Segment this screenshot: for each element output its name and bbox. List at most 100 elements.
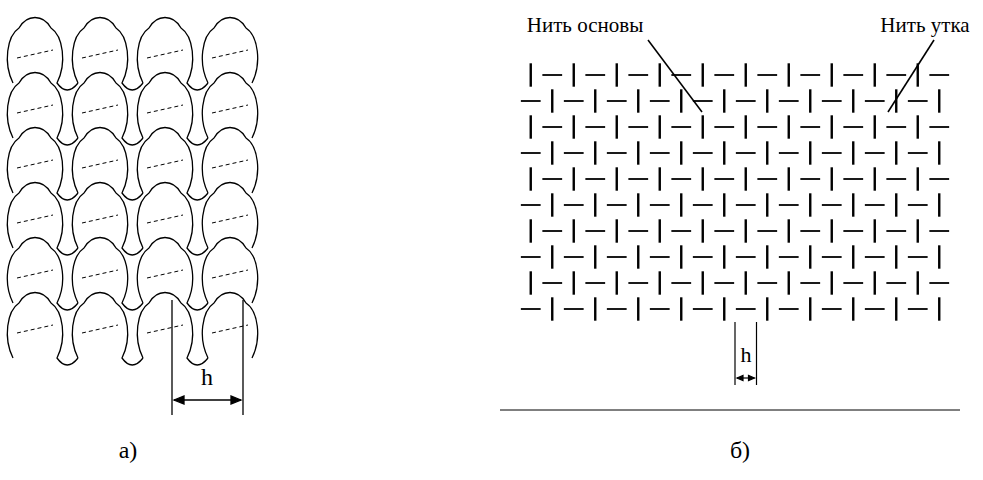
weave-thread [521,256,541,258]
knit-loop [7,128,78,201]
knit-back-stitch [212,215,248,223]
knit-back-stitch [147,105,183,113]
knit-back-stitch [147,160,183,168]
weave-thread [542,74,562,76]
weave-thread [938,141,940,164]
weave-thread [530,63,532,86]
weave-thread [809,89,811,112]
separator-line [500,410,960,411]
knit-loop [7,18,78,91]
weave-thread [908,308,928,310]
weave-thread [917,115,919,138]
weave-thread [895,141,897,164]
dimension-h-weave [735,322,757,385]
weave-thread [659,219,661,242]
weave-thread [745,271,747,294]
weave-thread [551,297,553,320]
weave-thread [809,245,811,268]
weave-thread [714,178,734,180]
subfigure-label: б) [730,437,750,463]
weave-thread [745,167,747,190]
weave-thread [521,204,541,206]
knit-back-stitch [17,215,53,223]
knit-back-stitch [82,50,118,58]
weave-thread [917,219,919,242]
knit-back-stitch [17,270,53,278]
weave-thread [852,297,854,320]
weave-thread [702,167,704,190]
weave-thread [788,219,790,242]
weave-thread [573,219,575,242]
weave-thread [680,193,682,216]
weave-thread [822,100,842,102]
weave-thread [723,193,725,216]
weave-thread [585,178,605,180]
knit-loop [72,128,143,201]
weave-thread [917,271,919,294]
weave-thread [671,178,691,180]
weave-thread [714,74,734,76]
weave-thread [723,297,725,320]
weave-thread [594,89,596,112]
weave-thread [766,89,768,112]
weave-thread [779,256,799,258]
knit-back-stitch [82,160,118,168]
weave-thread [766,245,768,268]
weave-thread [573,115,575,138]
weave-thread [659,271,661,294]
weave-thread [551,141,553,164]
knit-loop [7,183,78,256]
dimension-label: h [741,343,752,367]
knit-back-stitch [212,50,248,58]
weave-thread [659,63,661,86]
weave-thread [852,141,854,164]
weave-thread [822,204,842,206]
weave-thread [585,74,605,76]
weave-thread [542,282,562,284]
weave-thread [637,141,639,164]
weave-thread [843,230,863,232]
weave-thread [779,152,799,154]
weave-thread [831,271,833,294]
dimension-h-knit [172,300,243,415]
knit-loop [137,183,208,256]
weave-thread [809,141,811,164]
knit-loop [202,73,257,139]
weave-thread [650,204,670,206]
weave-thread [843,282,863,284]
weave-thread [843,126,863,128]
weave-thread [736,256,756,258]
weave-thread [736,100,756,102]
weave-thread [616,219,618,242]
weave-thread [628,230,648,232]
weave-thread [551,245,553,268]
weave-thread [542,230,562,232]
knit-loop [137,293,208,366]
weave-thread [788,167,790,190]
weave-thread [650,152,670,154]
weave-thread [650,256,670,258]
weave-thread [895,297,897,320]
weave-thread [938,89,940,112]
knit-back-stitch [17,105,53,113]
weave-thread [822,256,842,258]
weave-thread [607,256,627,258]
weave-thread [564,308,584,310]
knit-loop [137,18,208,91]
leader-lines [648,40,934,112]
weave-thread [693,152,713,154]
weave-thread [607,308,627,310]
weave-thread [800,74,820,76]
weave-thread [637,89,639,112]
weave-thread [757,178,777,180]
weave-thread [938,297,940,320]
knit-loop [72,293,143,366]
weave-thread [702,271,704,294]
weave-thread [800,178,820,180]
weave-thread [874,115,876,138]
weave-thread [521,308,541,310]
knit-loop [72,73,143,146]
weave-thread [886,126,906,128]
weave-thread [607,152,627,154]
